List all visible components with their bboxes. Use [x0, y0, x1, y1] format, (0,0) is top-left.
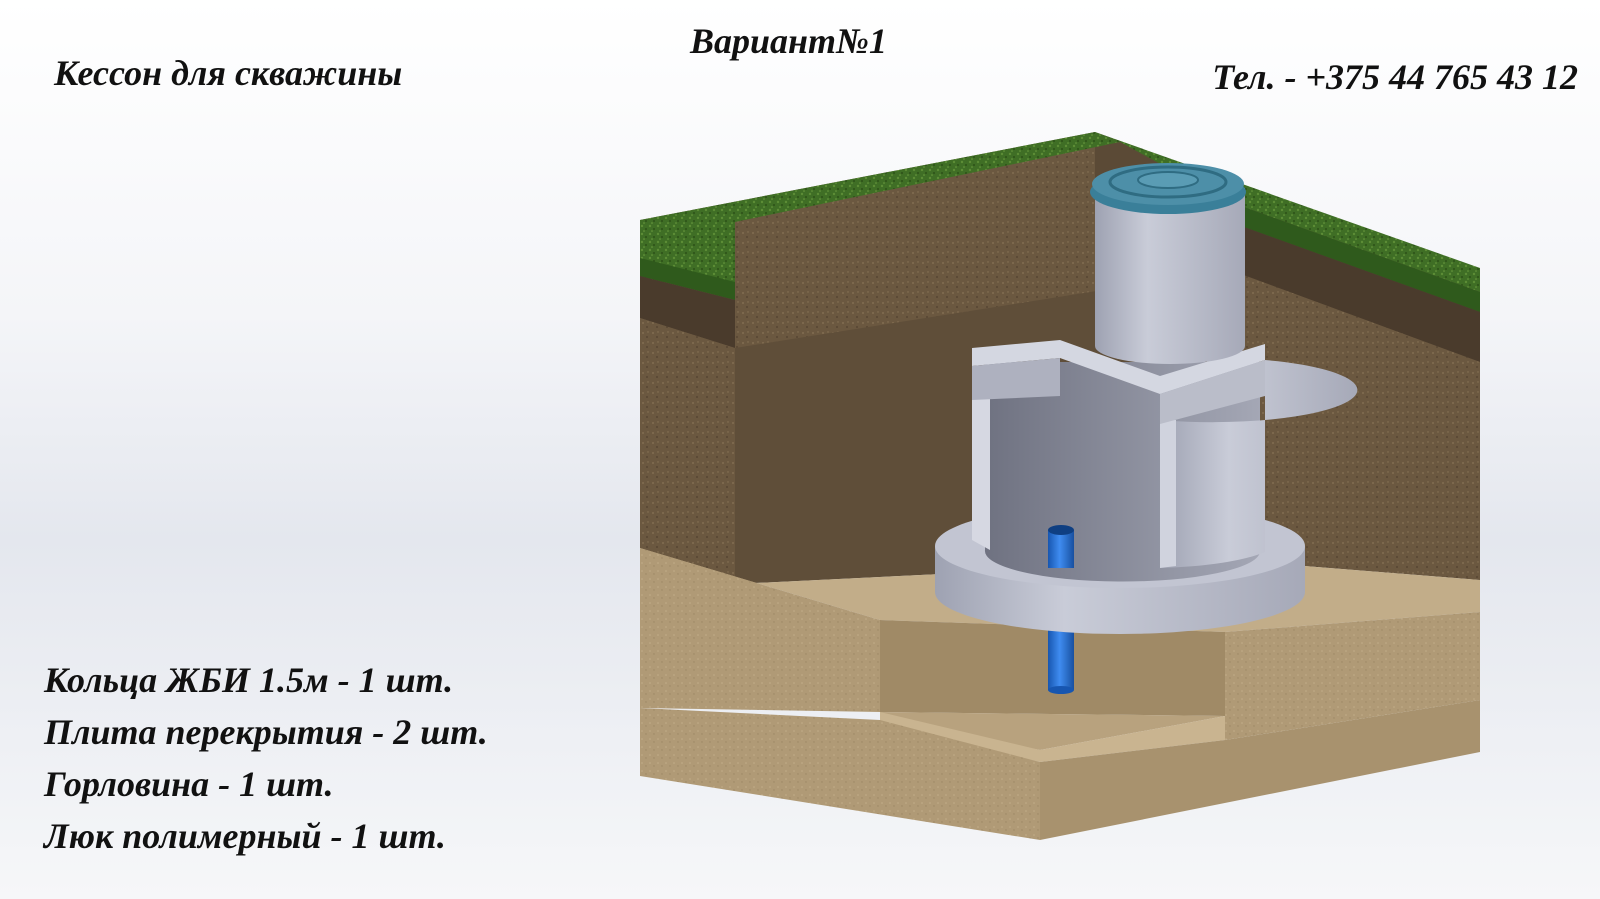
- pipe-upper: [1048, 530, 1074, 568]
- grass-left-top: [640, 132, 1120, 282]
- component-item: Люк полимерный - 1 шт.: [44, 816, 446, 856]
- component-item: Горловина - 1 шт.: [44, 764, 334, 804]
- variant-label: Вариант№1: [690, 21, 887, 61]
- hatch-ring: [1108, 165, 1228, 199]
- soil-front-left: [640, 318, 735, 584]
- sand-front-bottom: [640, 708, 1040, 840]
- ring-cut-face-left: [972, 370, 990, 550]
- middle-slab-edge: [972, 358, 1060, 400]
- ring-cut-face-right: [1160, 420, 1176, 568]
- sand-step-top: [880, 712, 1225, 762]
- topsoil-left: [640, 276, 735, 348]
- grass-left-face: [640, 258, 735, 300]
- sand-pit-floor: [880, 712, 1225, 750]
- component-list: Кольца ЖБИ 1.5м - 1 шт. Плита перекрытия…: [44, 654, 488, 862]
- sand-front-left: [640, 548, 880, 712]
- middle-slab-top: [972, 340, 1265, 394]
- sand-right-upper: [1225, 612, 1480, 740]
- neck-cylinder: [1095, 188, 1245, 364]
- component-item: Кольца ЖБИ 1.5м - 1 шт.: [44, 660, 454, 700]
- component-item: Плита перекрытия - 2 шт.: [44, 712, 488, 752]
- soil-front-right: [1230, 270, 1480, 580]
- topsoil-right: [1230, 222, 1480, 362]
- pipe-upper-opening: [1048, 525, 1074, 535]
- pipe-lower-end: [1048, 686, 1074, 694]
- middle-slab-front: [1160, 360, 1265, 424]
- phone-number: Тел. - +375 44 765 43 12: [1212, 57, 1578, 97]
- hatch-center: [1137, 171, 1199, 189]
- grass-right-face: [1230, 202, 1480, 312]
- ring-outer-wall: [1160, 360, 1358, 568]
- sand-front-right: [1040, 700, 1480, 840]
- caption-title: Кессон для скважины: [54, 53, 403, 93]
